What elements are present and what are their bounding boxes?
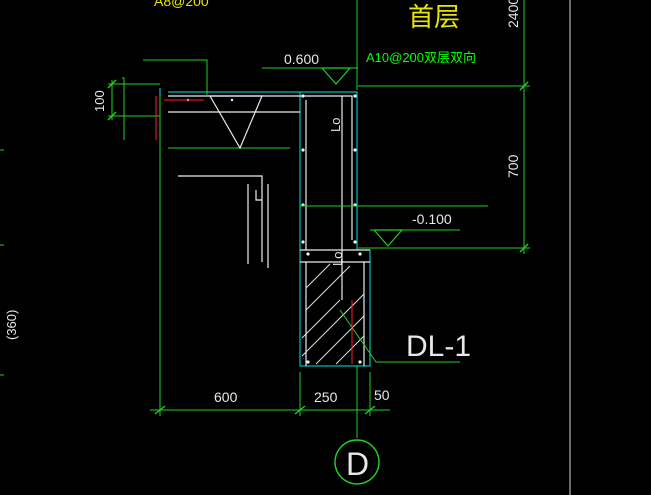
- beam-label-dl1: DL-1: [406, 330, 471, 363]
- right-dim-700: 700: [505, 154, 521, 178]
- elevation-0600: 0.600: [284, 51, 319, 67]
- lap-length-upper: Lo: [328, 118, 343, 132]
- floor-name: 首层: [408, 2, 460, 32]
- elevation-neg0100: -0.100: [412, 211, 452, 227]
- dim-50: 50: [374, 387, 390, 403]
- elevation-markers: [320, 67, 404, 247]
- lap-length-lower: Lo: [330, 252, 345, 266]
- rebar-spec-label: A10@200双层双向: [366, 50, 476, 65]
- rebar-lines: [168, 95, 370, 366]
- right-dim-2400: 2400: [505, 0, 521, 28]
- dim-ticks: [107, 79, 529, 415]
- grid-axis-label: D: [346, 446, 369, 482]
- left-dim-360: (360): [4, 310, 19, 340]
- dim-250: 250: [314, 389, 338, 405]
- beam-hatch: [301, 263, 365, 365]
- red-marks: [155, 96, 353, 364]
- rebar-dots: [186, 94, 362, 364]
- dim-600: 600: [214, 389, 238, 405]
- grid-axis-bubble: [334, 439, 380, 485]
- slab-marker: [208, 95, 263, 150]
- dim-100: 100: [92, 90, 107, 112]
- top-rebar-label: A8@200: [154, 0, 209, 9]
